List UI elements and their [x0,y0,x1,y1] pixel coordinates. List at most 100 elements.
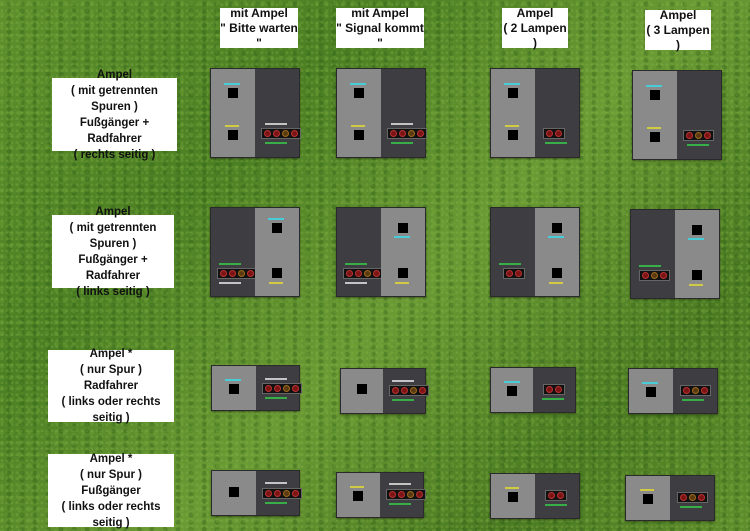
signal-button-icon [646,387,656,397]
label-marking-icon [265,142,287,144]
traffic-light-icon [262,488,302,499]
signal-button-icon [228,130,238,140]
traffic-light-icon [387,128,427,139]
column-header-line1: Ampel [659,7,697,22]
column-header-2-lampen: Ampel ( 2 Lampen ) [502,5,568,50]
pedestrian-lane [629,369,673,413]
signal-tile[interactable] [632,70,722,160]
bike-lane [337,208,383,296]
row-label-line4: ( links oder rechts seitig ) [61,396,161,424]
signal-tile[interactable] [630,209,720,299]
traffic-light-icon [543,384,565,395]
label-marking-icon [265,502,287,504]
pedestrian-lane [491,368,533,412]
signal-button-icon [357,384,367,394]
bike-lane [673,369,717,413]
signal-tile[interactable] [490,473,580,519]
bike-lane [380,473,426,517]
column-header-line2: " Bitte warten " [220,20,298,50]
label-marking-icon [545,142,567,144]
signal-tile[interactable] [490,68,580,158]
label-marking-icon [389,503,411,505]
traffic-light-icon [503,268,525,279]
signal-tile[interactable] [210,207,300,297]
column-header-line1: mit Ampel [230,5,288,20]
label-marking-icon [219,282,241,284]
signal-tile[interactable] [490,367,576,413]
bike-lane [677,71,721,159]
traffic-light-icon [545,490,567,501]
pedestrian-lane [633,71,677,159]
label-marking-icon [639,265,661,267]
row-label-line2: ( mit getrennten Spuren ) [71,84,158,113]
label-marking-icon [504,381,520,383]
signal-tile[interactable] [211,470,302,516]
bike-lane [491,208,535,296]
bike-lane [670,476,714,520]
label-marking-icon [225,379,241,381]
pedestrian-lane [675,210,719,298]
signal-button-icon [692,225,702,235]
label-marking-icon [394,236,410,238]
traffic-light-icon [680,385,711,396]
signal-button-icon [650,132,660,142]
signal-button-icon [229,384,239,394]
label-marking-icon [350,83,366,85]
traffic-light-icon [217,268,257,279]
signal-button-icon [228,88,238,98]
row-label-line2: ( mit getrennten Spuren ) [69,221,157,250]
label-marking-icon [548,236,564,238]
signal-button-icon [507,386,517,396]
label-marking-icon [391,123,413,125]
row-label-line2: ( nur Spur ) [80,468,142,481]
label-marking-icon [265,482,287,484]
bike-lane [535,474,579,518]
signal-button-icon [650,90,660,100]
pedestrian-lane [626,476,670,520]
traffic-light-icon [677,492,708,503]
signal-button-icon [692,270,702,280]
signal-button-icon [398,223,408,233]
row-label-links-seitig: Ampel ( mit getrennten Spuren ) Fußgänge… [52,206,174,298]
signal-tile[interactable] [211,365,302,411]
label-marking-icon [680,506,702,508]
row-label-line1: Ampel [95,205,131,218]
row-label-radfahrer: Ampel * ( nur Spur ) Radfahrer ( links o… [48,348,174,424]
signal-button-icon [353,491,363,501]
signal-button-icon [354,88,364,98]
label-marking-icon [392,380,414,382]
label-marking-icon [545,504,567,506]
bike-lane [533,368,575,412]
column-header-bitte-warten: mit Ampel " Bitte warten " [220,5,298,50]
column-header-line1: mit Ampel [351,5,409,20]
traffic-light-icon [683,130,714,141]
traffic-light-icon [543,128,565,139]
label-marking-icon [224,83,240,85]
signal-tile[interactable] [625,475,715,521]
label-marking-icon [389,483,411,485]
bike-lane [211,208,257,296]
label-marking-icon [549,282,563,284]
signal-tile[interactable] [210,68,301,158]
signal-tile[interactable] [490,207,580,297]
label-marking-icon [646,85,662,87]
label-marking-icon [395,282,409,284]
label-marking-icon [225,125,239,127]
signal-tile[interactable] [340,368,429,414]
column-header-line1: Ampel [516,5,554,20]
signal-tile[interactable] [336,68,427,158]
signal-tile[interactable] [628,368,718,414]
traffic-light-icon [262,383,302,394]
label-marking-icon [265,123,287,125]
label-marking-icon [269,282,283,284]
row-label-line4: ( links seitig ) [76,285,150,298]
row-label-line2: ( nur Spur ) [80,364,142,376]
label-marking-icon [689,284,703,286]
column-header-line2: ( 3 Lampen ) [646,22,710,52]
row-label-line3: Fußgänger [81,484,141,497]
signal-tile[interactable] [336,207,426,297]
signal-button-icon [552,268,562,278]
signal-tile[interactable] [336,472,426,518]
signal-button-icon [508,130,518,140]
signal-button-icon [508,492,518,502]
